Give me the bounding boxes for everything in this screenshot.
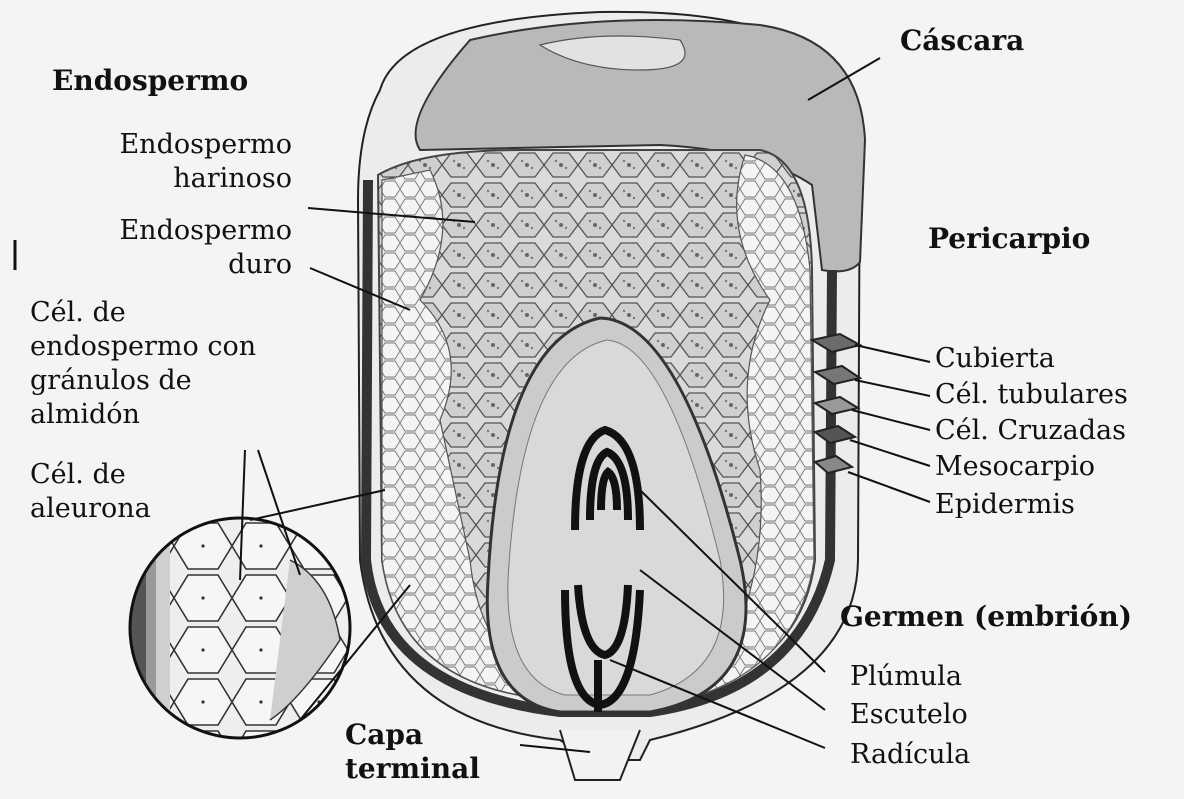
label-cel-granulos: Cél. de endospermo con gránulos de almid… (30, 296, 310, 432)
label-escutelo: Escutelo (850, 698, 968, 732)
label-radicula: Radícula (850, 738, 970, 772)
label-plumula: Plúmula (850, 660, 962, 694)
label-cel-cruzadas: Cél. Cruzadas (935, 414, 1126, 448)
label-cascara: Cáscara (900, 24, 1024, 58)
label-capa-terminal-line1: Capa (345, 718, 505, 752)
label-endospermo-harinoso-line2: harinoso (60, 162, 292, 196)
label-capa-terminal-line2: terminal (345, 752, 505, 786)
label-endospermo-duro-line2: duro (60, 248, 292, 282)
label-cel-granulos-line2: endospermo con (30, 330, 310, 364)
label-endospermo-harinoso-line1: Endospermo (60, 128, 292, 162)
label-cel-aleurona-line2: aleurona (30, 492, 230, 526)
tip-cap (560, 730, 640, 780)
label-endospermo-duro: Endospermo duro (60, 214, 292, 282)
label-endospermo-harinoso: Endospermo harinoso (60, 128, 292, 196)
label-capa-terminal: Capa terminal (345, 718, 505, 786)
label-cel-granulos-line3: gránulos de (30, 364, 310, 398)
label-cel-granulos-line1: Cél. de (30, 296, 310, 330)
label-pericarpio: Pericarpio (928, 222, 1090, 256)
magnified-cells (120, 510, 360, 750)
label-cel-aleurona-line1: Cél. de (30, 458, 230, 492)
label-germen: Germen (embrión) (840, 600, 1132, 634)
label-cel-granulos-line4: almidón (30, 398, 310, 432)
label-endospermo: Endospermo (52, 64, 248, 98)
label-epidermis: Epidermis (935, 488, 1075, 518)
label-endospermo-duro-line1: Endospermo (60, 214, 292, 248)
label-mesocarpio: Mesocarpio (935, 450, 1095, 484)
label-cel-aleurona: Cél. de aleurona (30, 458, 230, 526)
label-cubierta: Cubierta (935, 342, 1055, 376)
label-cel-tubulares: Cél. tubulares (935, 378, 1128, 412)
